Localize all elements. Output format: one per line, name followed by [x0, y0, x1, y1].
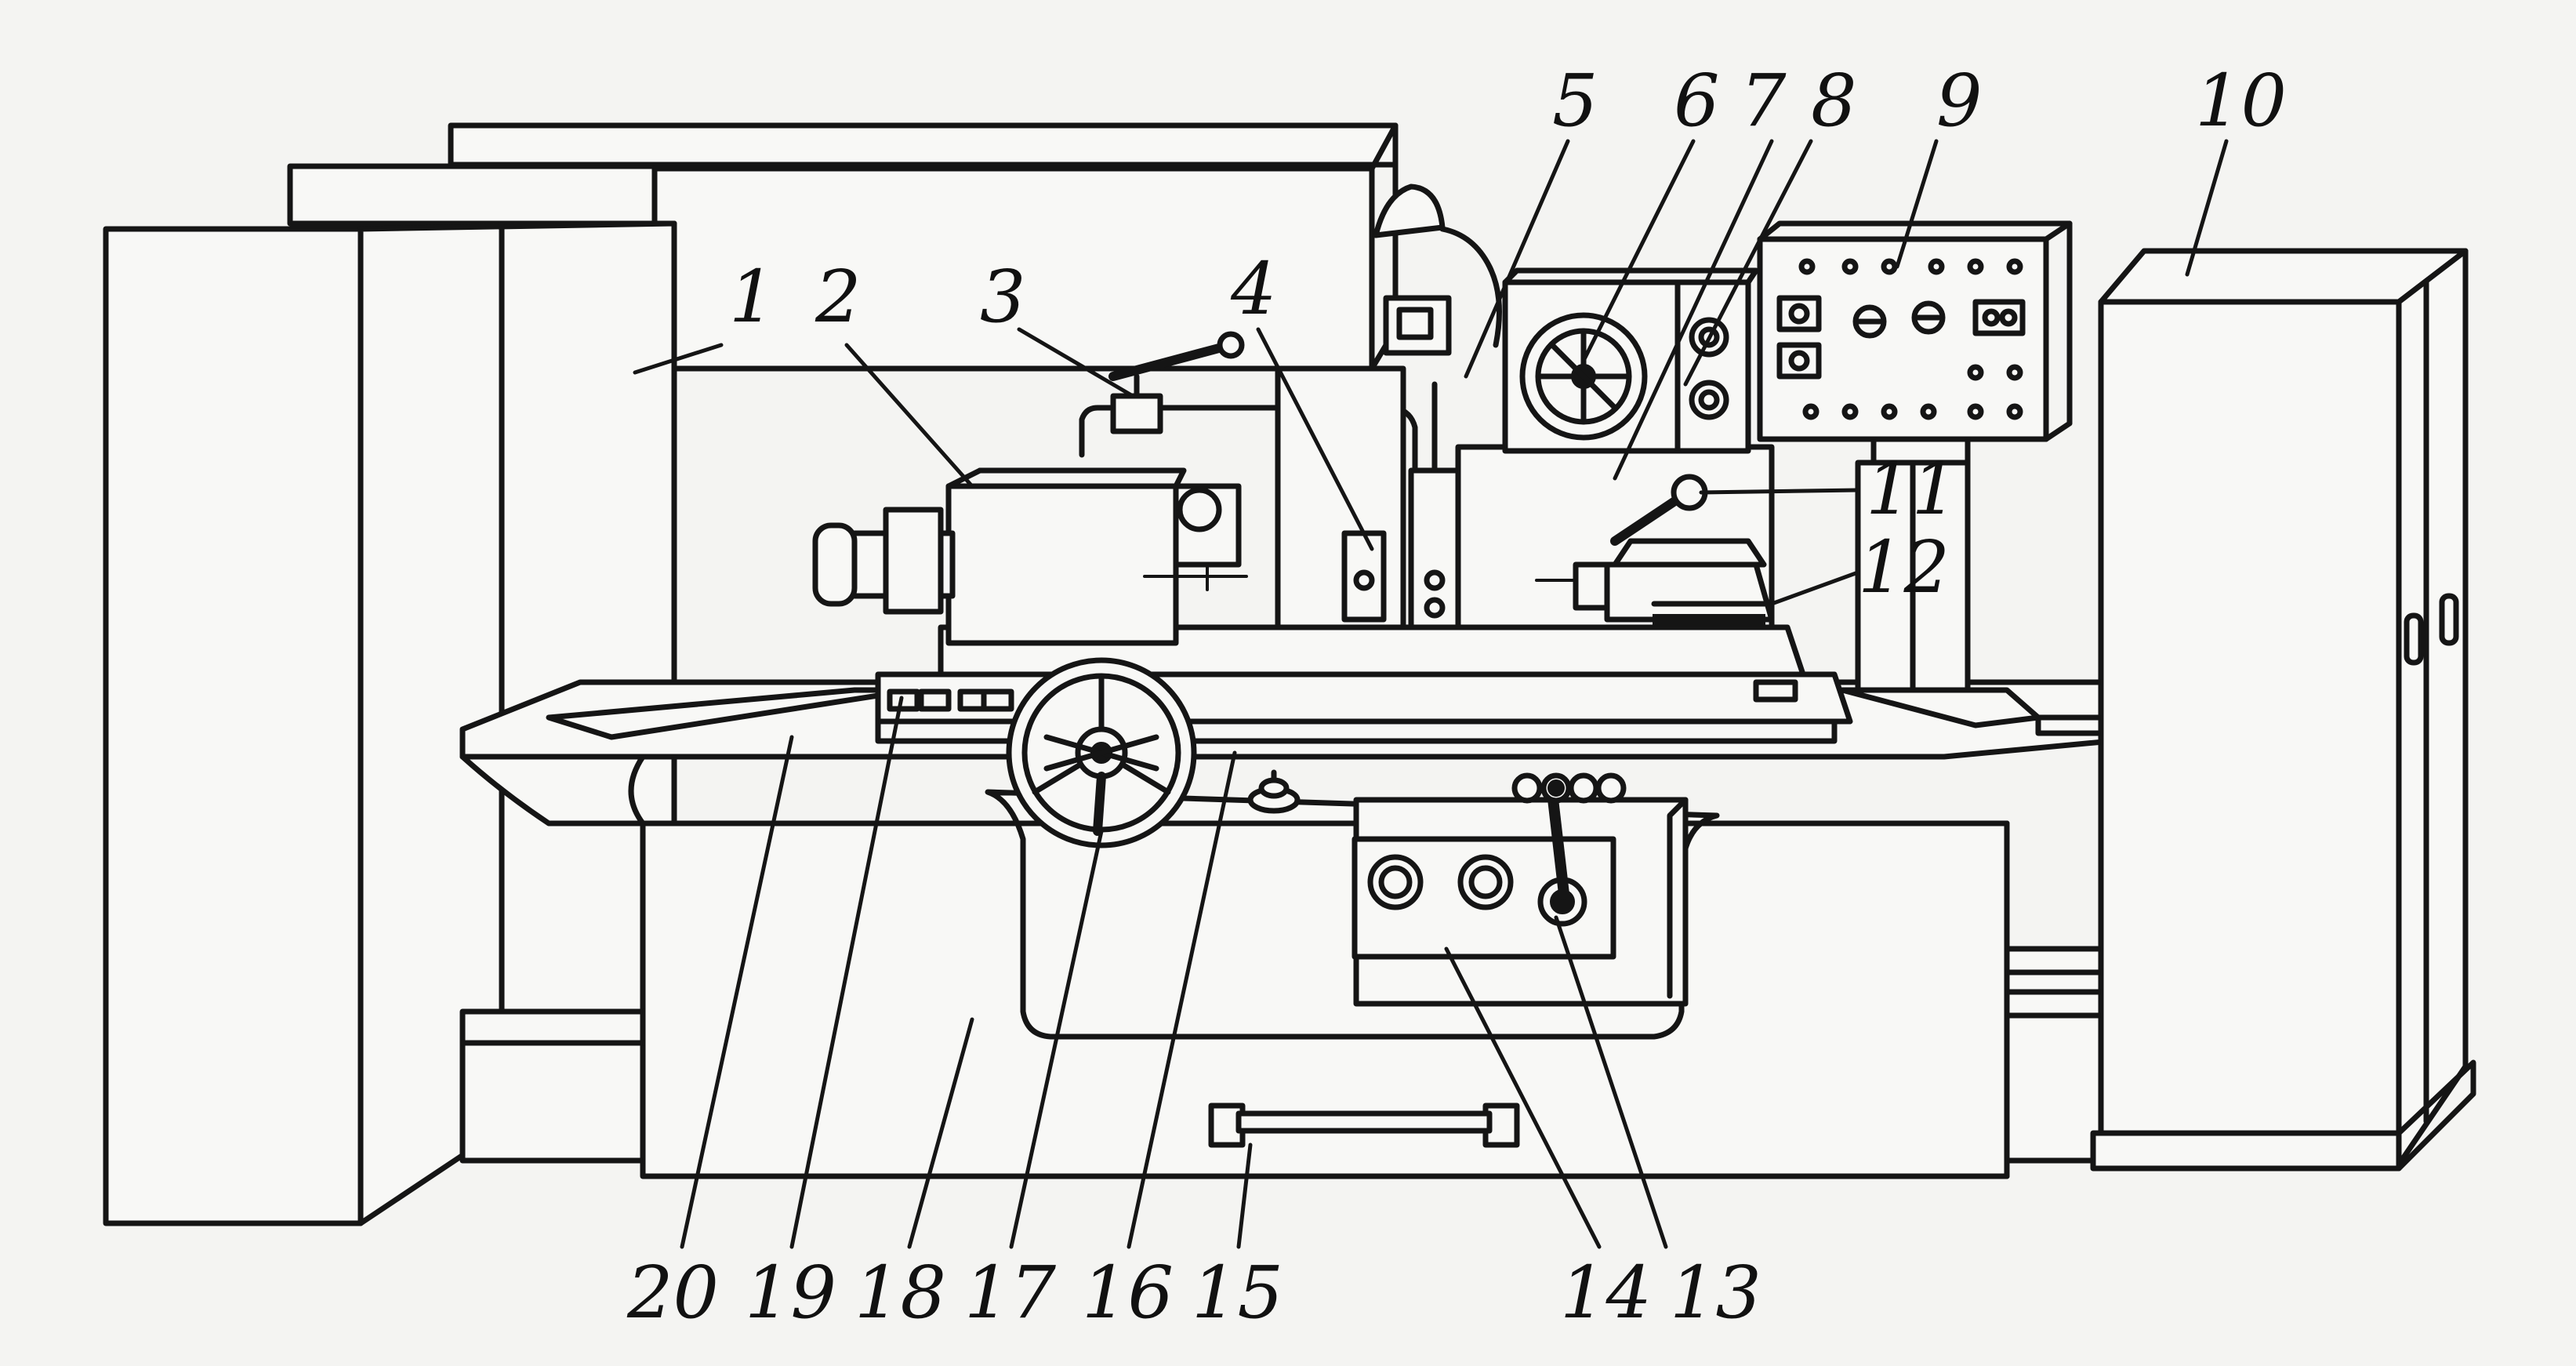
label-10: 10 [2195, 59, 2287, 143]
label-17: 17 [964, 1251, 1057, 1335]
label-19: 19 [745, 1251, 836, 1335]
label-9: 9 [1936, 59, 1983, 143]
foot-pedal [1208, 1103, 1520, 1148]
label-1: 1 [729, 255, 775, 339]
label-4: 4 [1230, 247, 1277, 331]
table-handwheel [1006, 657, 1197, 848]
label-13: 13 [1670, 1251, 1761, 1335]
label-11: 11 [1866, 447, 1957, 531]
leader-lines [633, 139, 2229, 1249]
work-lamp [1373, 183, 1502, 356]
label-6: 6 [1674, 59, 1720, 143]
tailstock [1573, 474, 1775, 629]
label-2: 2 [815, 255, 862, 339]
feed-knob [1247, 769, 1301, 814]
label-16: 16 [1082, 1251, 1174, 1335]
label-12: 12 [1858, 525, 1950, 609]
label-18: 18 [854, 1251, 946, 1335]
control-pedestal [1757, 220, 2073, 693]
base-control-panel [1351, 772, 1689, 1007]
callout-labels: 1 2 3 4 5 6 7 8 9 10 11 12 13 14 15 16 1… [626, 59, 2287, 1335]
label-3: 3 [980, 255, 1026, 339]
wheelhead-guard [1275, 365, 1461, 630]
label-5: 5 [1552, 59, 1598, 143]
label-15: 15 [1192, 1251, 1283, 1335]
headstock [812, 467, 1248, 646]
label-8: 8 [1811, 59, 1857, 143]
coolant-pipe [1079, 331, 1418, 615]
label-7: 7 [1740, 59, 1787, 143]
right-cabinet [2090, 248, 2476, 1172]
label-20: 20 [626, 1251, 719, 1335]
label-14: 14 [1560, 1251, 1652, 1335]
